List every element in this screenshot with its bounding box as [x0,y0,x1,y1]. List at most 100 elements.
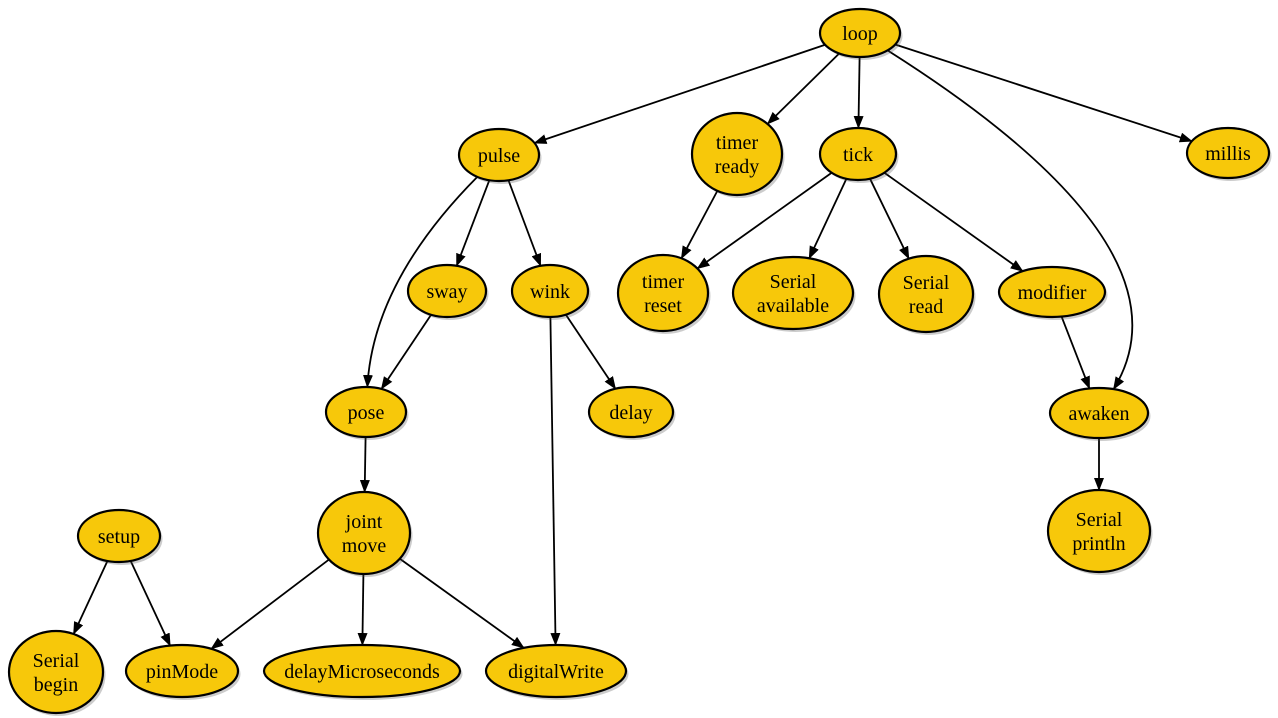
node-delay: delay [587,385,676,440]
node-label-line: millis [1205,143,1251,165]
node-ellipse-sway [406,263,488,319]
node-label-line: pose [348,402,385,424]
node-label-line: ready [715,156,759,178]
node-modifier: modifier [997,265,1108,320]
node-ellipse-setup [76,508,162,564]
node-ellipse-delayMicroseconds [262,643,462,699]
edge-loop-to-millis [894,43,1193,143]
node-ellipse-delay [587,385,675,439]
node-delayMicroseconds: delayMicroseconds [262,643,463,700]
node-label-line: timer [716,132,759,154]
edge-pulse-to-pose [363,176,478,389]
node-label-line: tick [843,144,873,166]
edge-wink-to-delay [565,314,617,390]
node-ellipse-serial_println [1046,488,1152,574]
node-ellipse-awaken [1048,386,1150,440]
node-label-line: read [909,296,943,318]
edge-sway-to-pose [380,314,432,390]
edge-loop-to-awaken [887,49,1134,390]
node-label-modifier: modifier [1018,282,1087,304]
node-label-awaken: awaken [1068,403,1129,425]
node-label-line: println [1072,533,1125,555]
node-pulse: pulse [457,127,542,184]
edge-tick-to-modifier [883,172,1024,272]
node-label-line: reset [644,295,682,317]
node-ellipse-pose [324,385,408,439]
node-label-line: sway [426,281,467,303]
node-label-digitalWrite: digitalWrite [508,661,604,683]
node-millis: millis [1185,126,1272,181]
node-label-line: Serial [770,271,817,293]
node-ellipse-pulse [457,127,541,183]
node-digitalWrite: digitalWrite [484,643,629,700]
edge-loop-to-tick [853,56,864,130]
node-label-line: move [342,535,387,557]
node-label-wink: wink [530,281,570,303]
edge-pulse-to-wink [507,179,542,267]
node-label-line: awaken [1068,403,1129,425]
edge-setup-to-pinMode [129,560,171,647]
node-ellipse-timer_reset [616,253,710,333]
node-ellipse-serial_begin [7,629,105,715]
edges-layer [72,43,1193,650]
node-label-line: Serial [33,650,80,672]
node-label-line: joint [345,511,383,533]
node-sway: sway [406,263,489,320]
node-label-line: delayMicroseconds [284,661,440,683]
node-label-line: pinMode [146,661,218,683]
edge-loop-to-timer_ready [766,52,840,125]
node-pinMode: pinMode [124,643,241,700]
node-wink: wink [510,263,591,320]
node-ellipse-timer_ready [690,111,784,197]
node-label-line: modifier [1018,282,1087,304]
edge-pose-to-joint_move [359,436,370,494]
node-ellipse-modifier [997,265,1107,319]
node-label-line: wink [530,281,570,303]
edge-modifier-to-awaken [1060,316,1091,390]
edge-joint_move-to-pinMode [210,558,330,650]
node-label-line: begin [34,674,78,696]
node-awaken: awaken [1048,386,1151,441]
node-ellipse-tick [818,126,898,182]
node-label-sway: sway [426,281,467,303]
node-pose: pose [324,385,409,440]
node-loop: loop [818,7,903,60]
node-label-line: digitalWrite [508,661,604,683]
edge-tick-to-serial_read [869,178,910,260]
edge-tick-to-serial_available [808,178,848,260]
node-label-pose: pose [348,402,385,424]
node-label-setup: setup [98,526,140,548]
node-label-line: Serial [903,272,950,294]
edge-joint_move-to-delayMicroseconds [357,573,368,646]
edge-pulse-to-sway [455,179,491,267]
node-ellipse-loop [818,7,902,59]
edge-wink-to-digitalWrite [549,316,561,646]
node-tick: tick [818,126,899,183]
node-ellipse-joint_move [316,490,412,576]
node-ellipse-millis [1185,126,1271,180]
edge-tick-to-timer_reset [696,172,833,270]
node-ellipse-pinMode [124,643,240,699]
edge-timer_ready-to-timer_reset [680,190,719,260]
node-label-line: setup [98,526,140,548]
node-label-pinMode: pinMode [146,661,218,683]
node-label-loop: loop [842,23,878,45]
node-label-tick: tick [843,144,873,166]
edge-joint_move-to-digitalWrite [399,558,525,649]
node-label-line: available [757,295,829,317]
node-ellipse-wink [510,263,590,319]
edge-loop-to-pulse [533,43,826,144]
node-ellipse-serial_read [877,254,975,334]
node-label-line: pulse [478,145,520,167]
node-label-pulse: pulse [478,145,520,167]
